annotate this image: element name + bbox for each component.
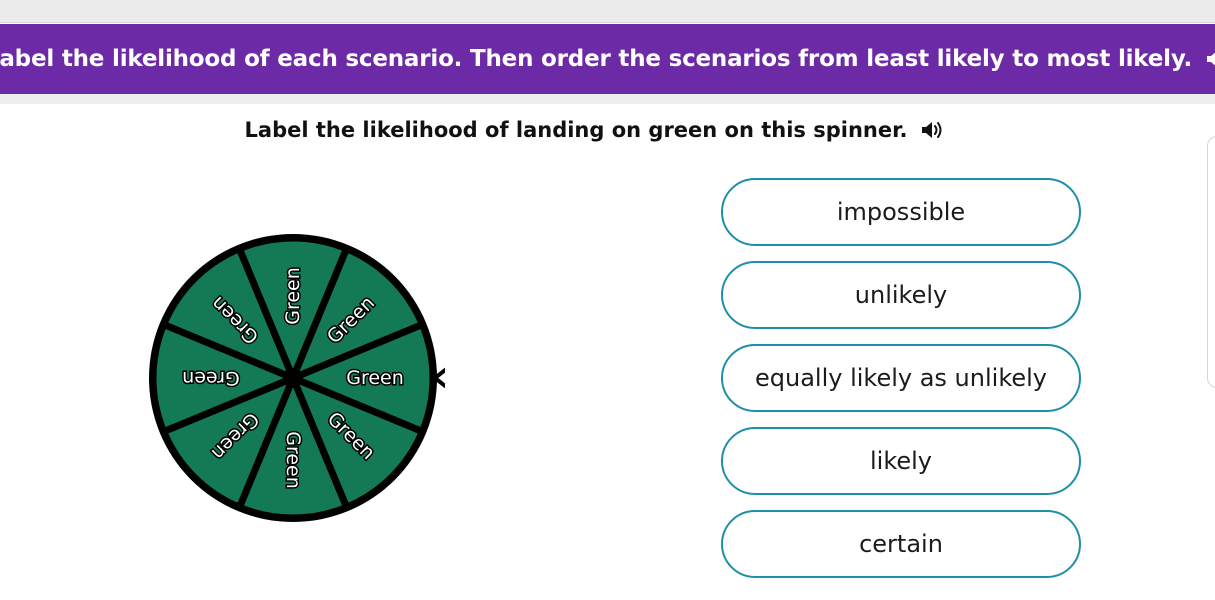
side-panel-edge xyxy=(1207,136,1215,388)
option-label: unlikely xyxy=(854,281,948,309)
spinner-section xyxy=(160,374,297,511)
speaker-icon[interactable] xyxy=(1206,49,1215,69)
spinner-section xyxy=(149,320,297,436)
spinner-section xyxy=(289,245,426,382)
option-impossible[interactable]: impossible xyxy=(721,178,1081,246)
banner-divider xyxy=(0,94,1215,104)
instruction-banner: Label the likelihood of each scenario. T… xyxy=(0,24,1215,94)
option-label: likely xyxy=(869,447,932,475)
likelihood-options: impossible unlikely equally likely as un… xyxy=(721,178,1081,593)
option-likely[interactable]: likely xyxy=(721,427,1081,495)
option-label: impossible xyxy=(836,198,966,226)
spinner-hub xyxy=(283,368,303,388)
option-label: equally likely as unlikely xyxy=(754,364,1047,392)
banner-instruction-text: Label the likelihood of each scenario. T… xyxy=(0,46,1193,72)
spinner-section-label: Green xyxy=(346,367,404,389)
spinner-section-label: Green xyxy=(282,431,304,489)
pointer-triangle-icon xyxy=(433,367,445,389)
spinner-section xyxy=(235,374,351,522)
spinner-section xyxy=(289,320,437,436)
option-certain[interactable]: certain xyxy=(721,510,1081,578)
spinner-section-label: Green xyxy=(282,267,304,325)
speaker-icon[interactable] xyxy=(921,120,945,140)
top-bar xyxy=(0,0,1215,23)
option-unlikely[interactable]: unlikely xyxy=(721,261,1081,329)
option-equally-likely[interactable]: equally likely as unlikely xyxy=(721,344,1081,412)
spinner-section-label: Green xyxy=(182,367,240,389)
spinner-section xyxy=(235,234,351,382)
question-text: Label the likelihood of landing on green… xyxy=(244,118,908,142)
spinner-section xyxy=(289,374,426,511)
option-label: certain xyxy=(859,530,943,558)
spinner-section xyxy=(160,245,297,382)
question-prompt: Label the likelihood of landing on green… xyxy=(0,118,1190,142)
